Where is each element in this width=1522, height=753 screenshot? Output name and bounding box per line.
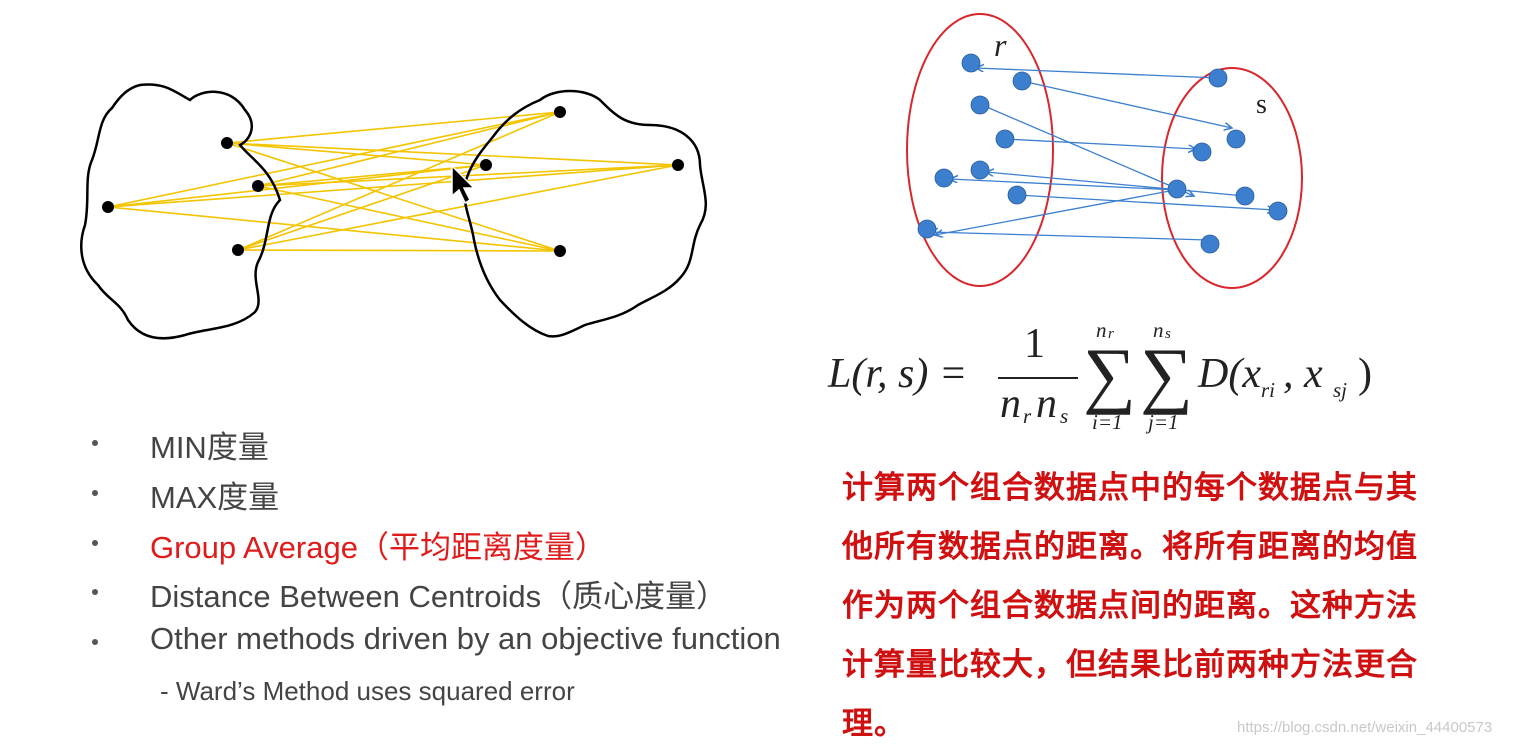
cluster-point xyxy=(672,159,684,171)
cluster-point xyxy=(971,96,989,114)
cluster-point xyxy=(1209,69,1227,87)
cluster-point xyxy=(554,245,566,257)
cluster-point xyxy=(252,180,264,192)
cluster-r-ellipse xyxy=(907,14,1053,286)
cluster-ellipses-diagram: r s xyxy=(895,10,1315,305)
sum2-lower: j=1 xyxy=(1148,410,1179,435)
bullet-dot xyxy=(92,589,98,595)
sub-item-wards-method: - Ward’s Method uses squared error xyxy=(160,676,575,707)
description-line: 作为两个组合数据点间的距离。这种方法 xyxy=(842,576,1442,635)
cluster-point xyxy=(1168,180,1186,198)
distance-arrows xyxy=(930,68,1275,240)
watermark: https://blog.csdn.net/weixin_44400573 xyxy=(1237,719,1492,736)
cluster-point xyxy=(1269,202,1287,220)
cluster-point xyxy=(221,137,233,149)
pair-link xyxy=(108,165,486,207)
description-text: 计算两个组合数据点中的每个数据点与其 他所有数据点的距离。将所有距离的均值 作为… xyxy=(842,458,1442,753)
formula-sub-sj: sj xyxy=(1333,378,1347,403)
cluster-point xyxy=(996,130,1014,148)
list-item-text: Other methods driven by an objective fun… xyxy=(150,621,781,657)
cluster-point xyxy=(480,159,492,171)
cluster-point xyxy=(1013,72,1031,90)
cluster-s-ellipse xyxy=(1162,68,1302,288)
pair-link xyxy=(108,112,560,207)
group-average-diagram xyxy=(70,80,720,350)
cluster-s-label: s xyxy=(1256,89,1267,120)
list-item-text: MAX度量 xyxy=(150,472,279,517)
bullet-dot xyxy=(92,440,98,446)
group-average-formula: L(r, s) = 1 n r n s n r ∑ i=1 n s ∑ j=1 … xyxy=(828,318,1388,443)
cluster-point xyxy=(1008,186,1026,204)
formula-d-open: D(x xyxy=(1198,350,1261,398)
sum2-symbol: ∑ xyxy=(1140,338,1193,412)
cluster-point xyxy=(1227,130,1245,148)
list-item-text: Distance Between Centroids（质心度量） xyxy=(150,571,727,616)
cluster-2-outline xyxy=(464,91,706,336)
description-line: 他所有数据点的距离。将所有距离的均值 xyxy=(842,517,1442,576)
bullet-dot xyxy=(92,639,98,645)
cluster-point xyxy=(1193,143,1211,161)
formula-numerator: 1 xyxy=(1024,320,1045,368)
pairwise-links xyxy=(108,112,678,251)
cluster-point xyxy=(962,54,980,72)
sum1-symbol: ∑ xyxy=(1083,338,1136,412)
formula-sub-r: r xyxy=(1023,404,1031,429)
formula-sub-s: s xyxy=(1060,404,1068,429)
cluster-point xyxy=(918,220,936,238)
formula-lhs: L(r, s) = xyxy=(828,350,967,398)
cluster-r-label: r xyxy=(994,27,1007,63)
bullet-dot xyxy=(92,540,98,546)
list-item-text: Group Average（平均距离度量） xyxy=(150,522,606,567)
mouse-pointer-icon xyxy=(452,166,474,203)
bullet-dot xyxy=(92,490,98,496)
cluster-point xyxy=(554,106,566,118)
formula-close: ) xyxy=(1358,350,1372,398)
sum1-lower: i=1 xyxy=(1092,410,1123,435)
formula-sub-ri: ri xyxy=(1261,378,1275,403)
description-line: 计算两个组合数据点中的每个数据点与其 xyxy=(842,458,1442,517)
pair-link xyxy=(108,165,678,207)
formula-denominator-n2: n xyxy=(1036,380,1057,428)
cluster-point xyxy=(935,169,953,187)
description-line: 计算量比较大，但结果比前两种方法更合 xyxy=(842,635,1442,694)
cluster-point xyxy=(102,201,114,213)
fraction-bar xyxy=(998,377,1078,379)
pair-link xyxy=(238,112,560,250)
pair-link xyxy=(238,250,560,251)
cluster-point xyxy=(1236,187,1254,205)
cluster-points-rs xyxy=(918,54,1287,253)
formula-denominator-n1: n xyxy=(1000,380,1021,428)
formula-comma-x: , x xyxy=(1283,350,1323,398)
cluster-point xyxy=(971,161,989,179)
cluster-point xyxy=(232,244,244,256)
list-item-text: MIN度量 xyxy=(150,422,269,467)
cluster-point xyxy=(1201,235,1219,253)
